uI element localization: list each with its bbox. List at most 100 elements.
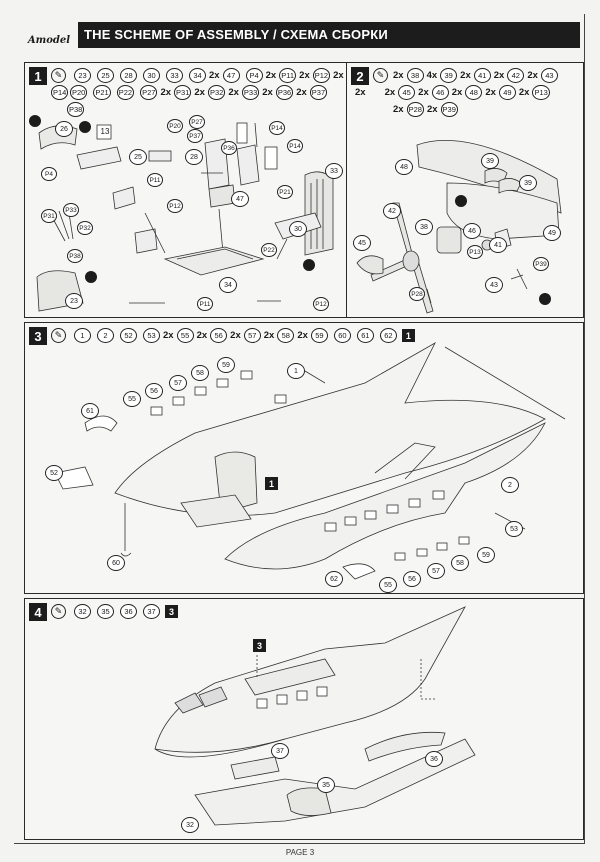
part-callout: 26 — [55, 121, 73, 137]
part-chip: P31 — [174, 85, 192, 100]
step-3-drawing — [54, 341, 566, 580]
part-callout: 62 — [325, 571, 343, 587]
logo-text: Amodel — [27, 35, 71, 46]
part-chip: 41 — [473, 68, 491, 83]
part-chip: 52 — [120, 328, 137, 343]
part-chip: P39 — [440, 102, 458, 117]
part-chip: 56 — [210, 328, 228, 343]
part-chip: P37 — [309, 85, 328, 100]
part-callout: 56 — [145, 383, 163, 399]
part-chip: 61 — [356, 328, 374, 343]
part-callout: 57 — [427, 563, 445, 579]
part-callout: 47 — [231, 191, 249, 207]
part-chip: 60 — [333, 328, 351, 343]
part-chip: P12 — [312, 68, 331, 83]
part-chip: 38 — [406, 68, 424, 83]
step-2-badge: 2 — [351, 67, 369, 85]
part-callout: P12 — [167, 199, 183, 213]
part-chip: 23 — [74, 68, 91, 83]
part-chip: 25 — [97, 68, 114, 83]
part-chip: 34 — [189, 68, 206, 83]
part-callout: 55 — [379, 577, 397, 593]
part-chip: P21 — [93, 85, 111, 100]
step-4-badge: 4 — [29, 603, 47, 621]
part-callout: 59 — [477, 547, 495, 563]
part-callout: 42 — [383, 203, 401, 219]
part-chip: 43 — [540, 68, 558, 83]
part-chip: 32 — [74, 604, 91, 619]
part-chip: 37 — [143, 604, 160, 619]
part-chip: 33 — [166, 68, 183, 83]
part-callout: 25 — [129, 149, 147, 165]
part-chip: 36 — [120, 604, 137, 619]
step-1-drawing — [29, 115, 334, 312]
part-chip: 45 — [398, 85, 416, 100]
part-chip: 30 — [143, 68, 160, 83]
part-callout: P22 — [261, 243, 277, 257]
part-callout: 38 — [415, 219, 433, 235]
part-chip: P22 — [116, 85, 135, 100]
part-chip: 1 — [74, 328, 91, 343]
step-4-parts-row: ✎ 32 35 36 37 3 — [51, 604, 251, 619]
glue-icon: ✎ — [51, 68, 66, 83]
part-callout: P27 — [189, 115, 205, 129]
part-callout: 36 — [425, 751, 443, 767]
part-callout: 28 — [185, 149, 203, 165]
part-callout: P11 — [147, 173, 163, 187]
part-chip: P28 — [406, 102, 424, 117]
part-callout: P36 — [221, 141, 237, 155]
part-callout: 39 — [519, 175, 537, 191]
inner-reference-badge: 1 — [265, 477, 278, 490]
part-callout: P31 — [41, 209, 57, 223]
part-callout: 37 — [271, 743, 289, 759]
part-callout: 41 — [489, 237, 507, 253]
part-callout: 45 — [353, 235, 371, 251]
part-callout: 35 — [317, 777, 335, 793]
part-chip: 35 — [97, 604, 114, 619]
part-chip: 28 — [120, 68, 137, 83]
part-chip: P33 — [241, 85, 260, 100]
part-callout: 46 — [463, 223, 481, 239]
part-callout: 58 — [191, 365, 209, 381]
part-callout: 55 — [123, 391, 141, 407]
part-callout: P38 — [67, 249, 83, 263]
frame-bottom — [14, 843, 585, 844]
glue-icon: ✎ — [373, 68, 388, 83]
part-chip: P13 — [532, 85, 550, 100]
page-header: Amodel THE SCHEME OF ASSEMBLY / СХЕМА СБ… — [20, 22, 580, 48]
step-4-panel: 4 ✎ 32 35 36 37 3 3 37 35 36 32 — [24, 598, 584, 840]
part-callout: 43 — [485, 277, 503, 293]
step-reference-badge: 3 — [165, 605, 178, 618]
part-callout: 33 — [325, 163, 343, 179]
part-callout: P37 — [187, 129, 203, 143]
part-chip: P4 — [245, 68, 263, 83]
glue-icon: ✎ — [51, 328, 66, 343]
glue-icon: ✎ — [51, 604, 66, 619]
part-callout: 1 — [287, 363, 305, 379]
part-callout: 34 — [219, 277, 237, 293]
part-chip: P11 — [279, 68, 297, 83]
part-callout: P32 — [77, 221, 93, 235]
part-callout: P33 — [63, 203, 79, 217]
part-chip: 2 — [97, 328, 114, 343]
page-title: THE SCHEME OF ASSEMBLY / СХЕМА СБОРКИ — [84, 27, 388, 42]
part-chip: 55 — [176, 328, 194, 343]
part-callout: P39 — [533, 257, 549, 271]
part-chip: 42 — [507, 68, 525, 83]
part-callout: P13 — [467, 245, 483, 259]
step-4-drawing — [154, 606, 476, 826]
part-callout: 30 — [289, 221, 307, 237]
part-callout: 39 — [481, 153, 499, 169]
page-number: PAGE 3 — [285, 848, 315, 857]
part-chip: 53 — [143, 328, 160, 343]
part-callout: P11 — [197, 297, 213, 311]
part-callout: P4 — [41, 167, 57, 181]
part-callout: 53 — [505, 521, 523, 537]
step-1-badge: 1 — [29, 67, 47, 85]
